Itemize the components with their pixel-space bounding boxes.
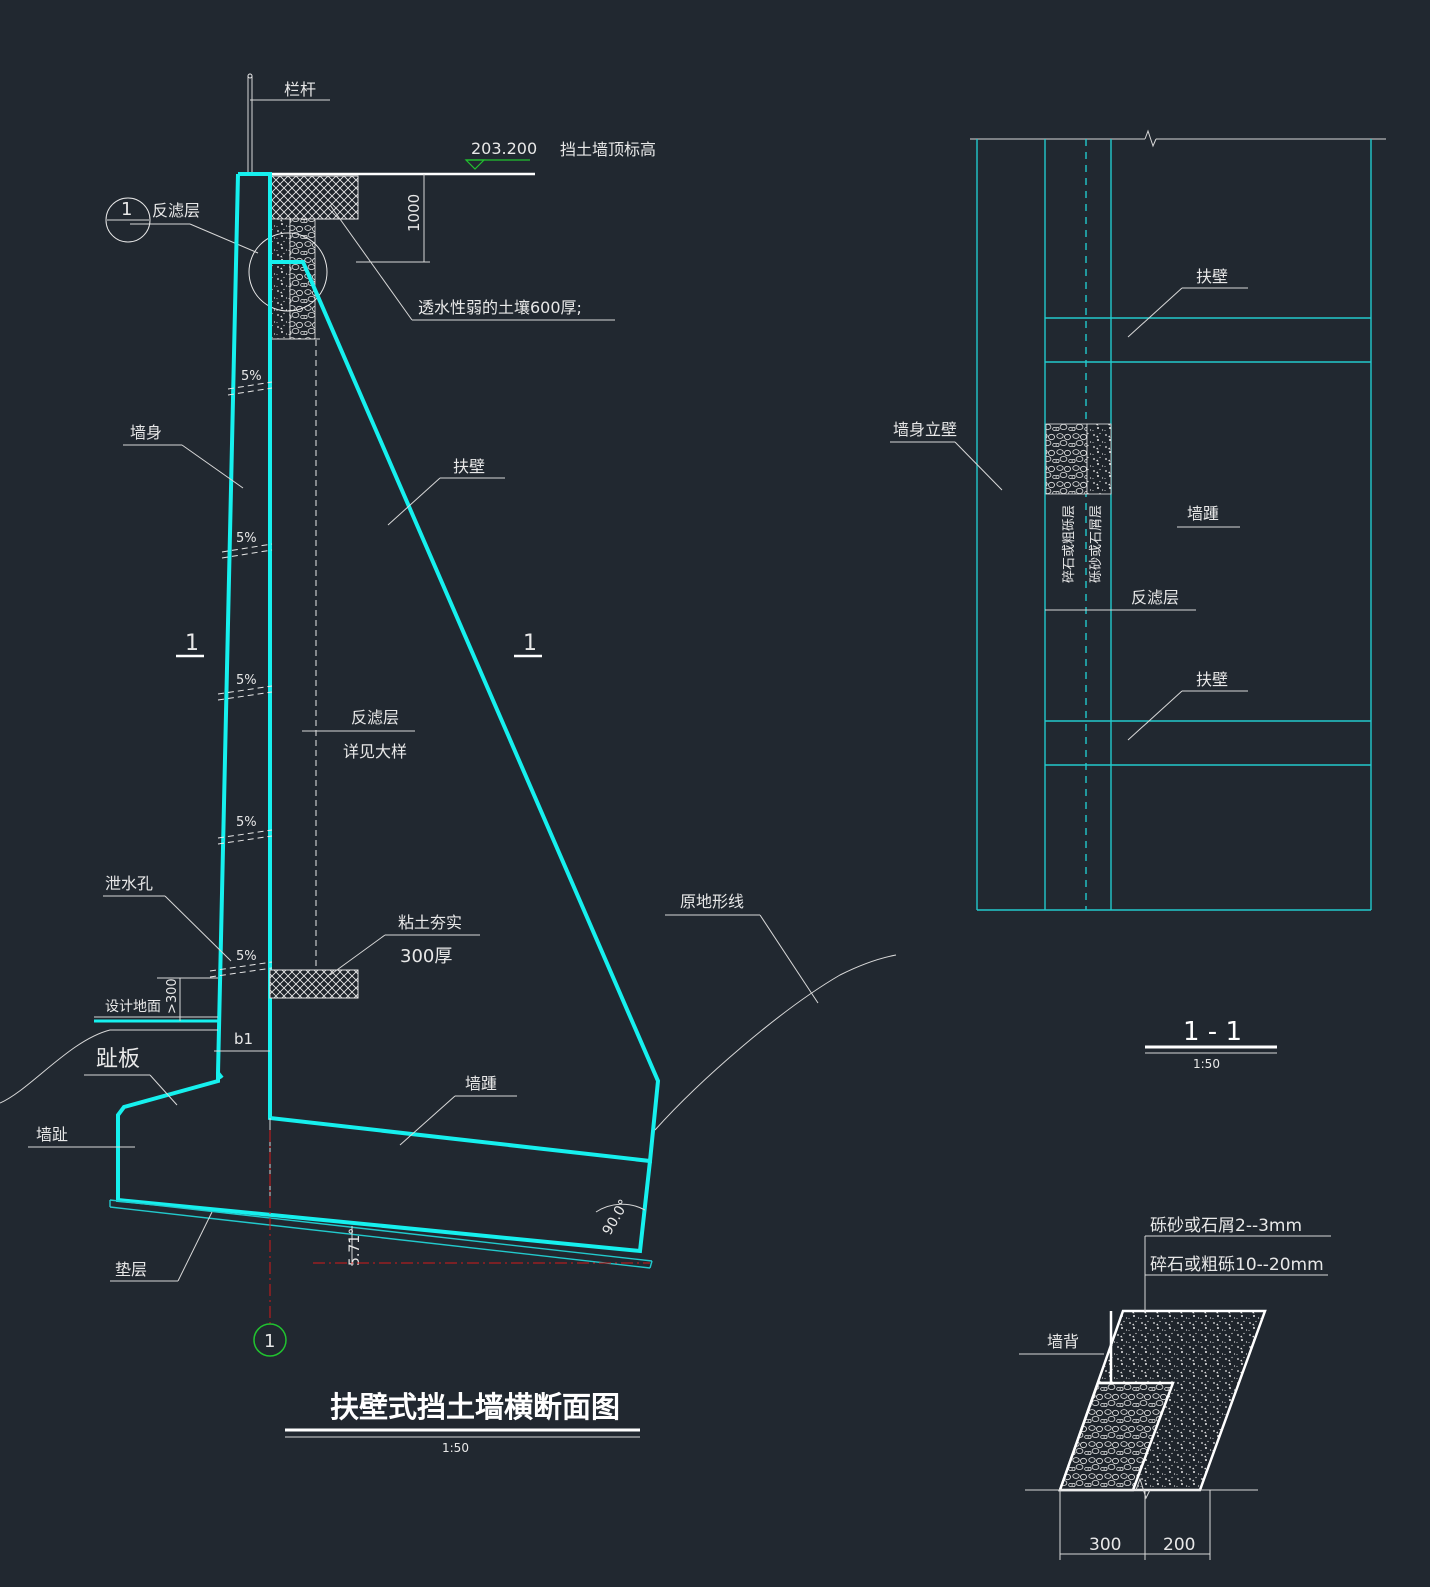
elevation-triangle-icon: [464, 159, 486, 170]
filter-sand-strip: [269, 218, 291, 340]
clay-compacted-label: 粘土夯实: [398, 913, 462, 932]
detail-dim-right: 200: [1163, 1535, 1195, 1555]
wall-outline: [116, 172, 661, 1254]
section-sand-patch: [1086, 423, 1112, 495]
main-cross-section: 栏杆 203.200 挡土墙顶标高 1000 1 反滤层: [0, 73, 897, 1455]
section-wall-vertical-label: 墙身立壁: [893, 420, 957, 439]
weep-holes: [209, 381, 273, 978]
section-buttress-top-label: 扶壁: [1196, 267, 1228, 286]
main-scale: 1:50: [442, 1441, 469, 1455]
wall-heel-label: 墙踵: [465, 1074, 497, 1093]
toe-plate-label: 趾板: [96, 1047, 140, 1072]
railing-label: 栏杆: [284, 80, 316, 99]
detail-dim-left: 300: [1089, 1535, 1121, 1555]
detail-gravel-spec: 碎石或粗砾10--20mm: [1150, 1255, 1324, 1275]
slope-5pct-2: 5%: [236, 531, 257, 546]
main-title: 扶壁式挡土墙横断面图: [330, 1390, 620, 1424]
filter-detail: 砾砂或石屑2--3mm 碎石或粗砾10--20mm 墙背 300 200: [1019, 1216, 1331, 1560]
original-ground-label: 原地形线: [680, 892, 744, 911]
cushion-label: 垫层: [115, 1260, 147, 1279]
section-1-1: 扶壁 墙身立壁 墙踵 碎石或粗砾层 砾砂或石屑层 反滤层 扶壁 1 - 1 1:…: [890, 129, 1386, 1071]
dimension-1000: 1000: [356, 174, 430, 263]
section-scale: 1:50: [1193, 1057, 1220, 1071]
see-detail-label: 详见大样: [343, 742, 407, 761]
section-sand-label: 砾砂或石屑层: [1089, 505, 1104, 583]
dim-1000-text: 1000: [405, 194, 423, 232]
buttress-label: 扶壁: [453, 457, 485, 476]
detail-marker-number: 1: [121, 199, 132, 220]
detail-wall-back-label: 墙背: [1047, 1332, 1079, 1351]
dim-300-label: >300: [165, 978, 180, 1014]
slope-5pct-3: 5%: [236, 673, 257, 688]
top-elevation: 203.200 挡土墙顶标高: [268, 139, 656, 176]
axis-marker-number: 1: [264, 1331, 275, 1352]
original-ground-line: [654, 954, 897, 1131]
filter-layer-label: 反滤层: [152, 201, 200, 220]
slope-5pct-1: 5%: [241, 369, 262, 384]
section-mark-right: 1: [523, 631, 537, 656]
section-heel-label: 墙踵: [1187, 504, 1219, 523]
b1-label: b1: [234, 1030, 253, 1048]
wall-toe-label: 墙趾: [36, 1125, 68, 1144]
section-gravel-label: 碎石或粗砾层: [1062, 505, 1077, 583]
top-elevation-value: 203.200: [471, 139, 537, 158]
section-mark-left: 1: [185, 631, 199, 656]
permeable-soil-hatch: [269, 175, 359, 220]
permeable-soil-label: 透水性弱的土壤600厚;: [418, 298, 582, 317]
slope-angle-label: 5.71°: [347, 1228, 363, 1266]
section-filter-label: 反滤层: [1131, 588, 1179, 607]
slope-5pct-4: 5%: [236, 815, 257, 830]
detail-marker-circle: [105, 197, 151, 243]
section-gravel-patch: [1045, 423, 1088, 495]
railing: 栏杆: [247, 73, 330, 174]
section-buttress-bottom-label: 扶壁: [1196, 670, 1228, 689]
top-elevation-note: 挡土墙顶标高: [560, 140, 656, 159]
design-ground-label: 设计地面: [105, 999, 161, 1015]
detail-circle: [248, 232, 328, 312]
clay-thickness-label: 300厚: [400, 946, 452, 967]
section-title: 1 - 1: [1183, 1017, 1242, 1047]
wall-body-label: 墙身: [130, 423, 162, 442]
clay-compacted-hatch: [269, 969, 359, 999]
weep-hole-label: 泄水孔: [105, 874, 153, 893]
filter-layer-2-label: 反滤层: [351, 708, 399, 727]
detail-sand-spec: 砾砂或石屑2--3mm: [1150, 1216, 1302, 1236]
axis-marker-circle: [253, 1323, 287, 1357]
slope-5pct-5: 5%: [236, 949, 257, 964]
left-ground-line: [0, 1029, 218, 1104]
angle-90-label: 90.0°: [600, 1197, 633, 1238]
